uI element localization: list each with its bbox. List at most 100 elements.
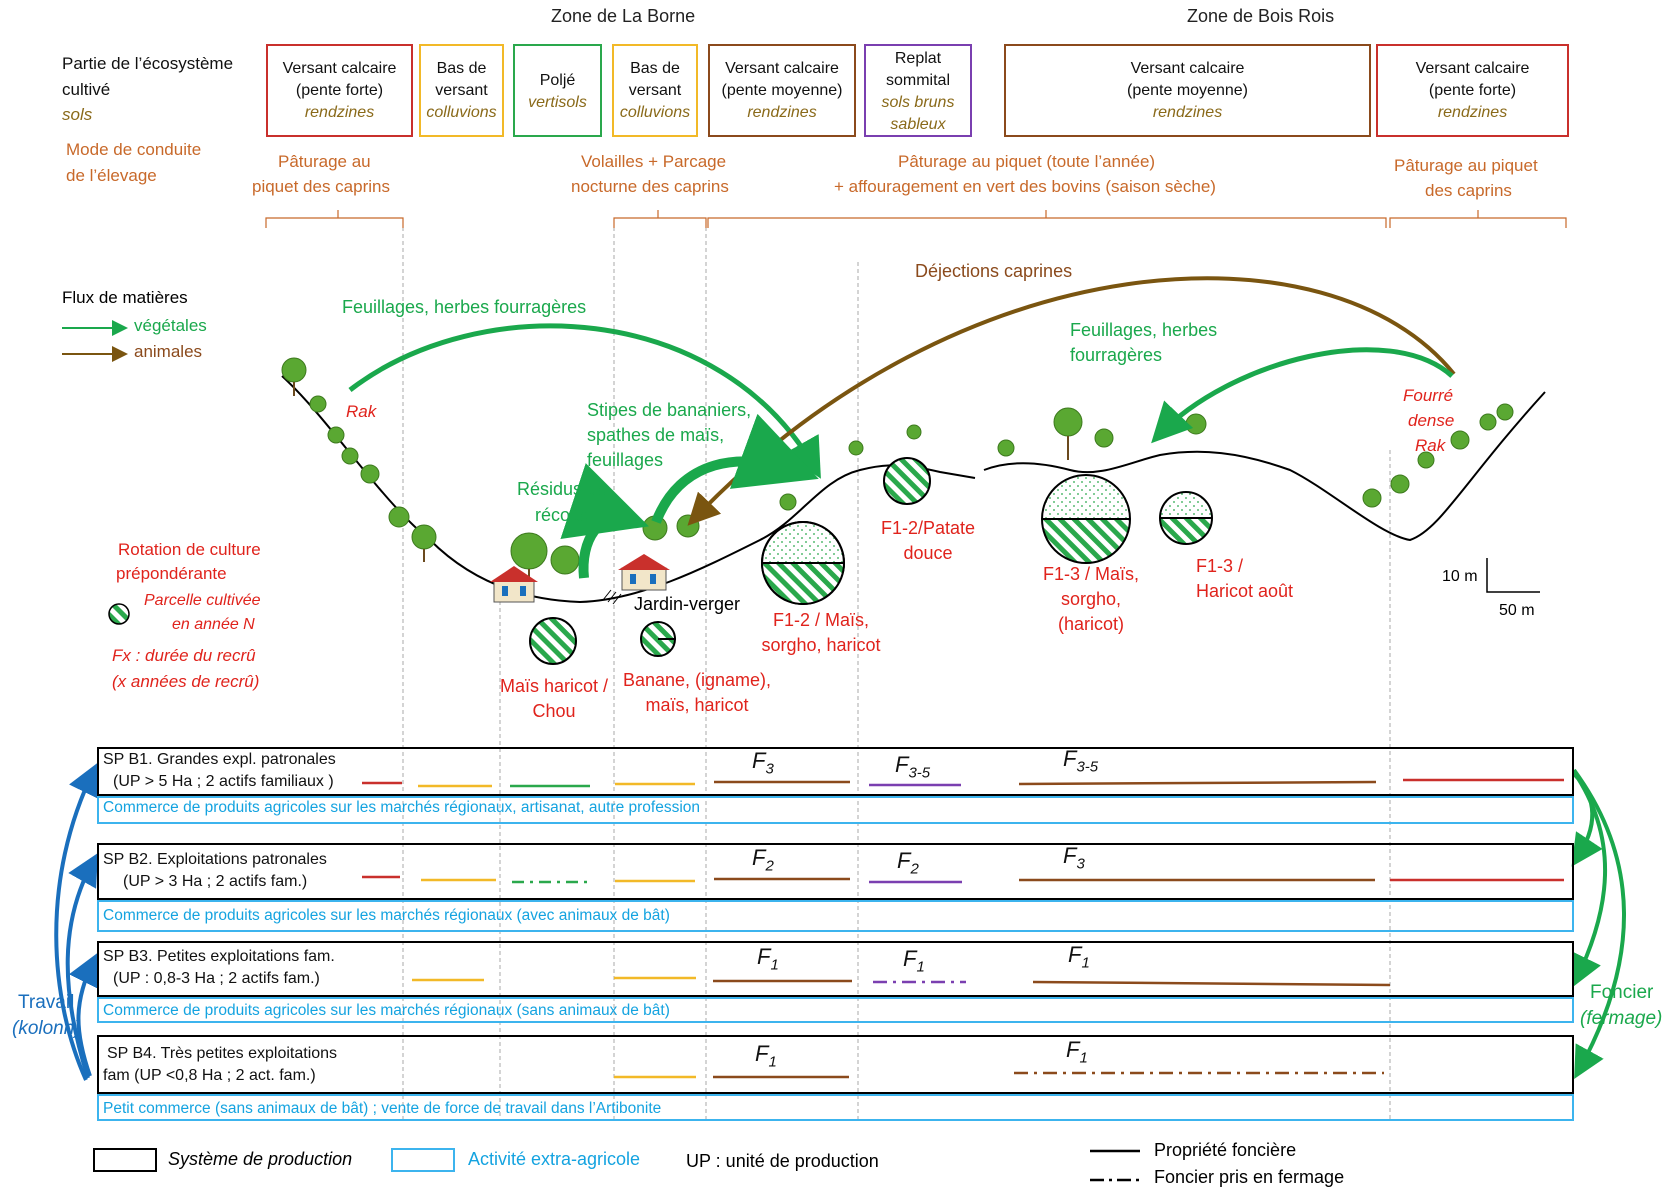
plot-label-line: sorgho,: [1060, 589, 1122, 609]
plot-label-line: F1-3 /: [1196, 556, 1244, 576]
fallow-b2-1: F2: [752, 845, 774, 874]
legend-up: UP : unité de production: [686, 1151, 879, 1171]
eco-box-bas-versant-2: Bas de versant colluvions: [612, 44, 698, 137]
plot-label-banane: Banane, (igname), maïs, haricot: [612, 668, 782, 718]
eco-box-subtitle: (pente forte): [1428, 82, 1517, 99]
eco-box-soil: colluvions: [619, 104, 691, 121]
zone-bois-rois-label: Zone de Bois Rois: [1187, 6, 1335, 26]
fallow-letter: F: [757, 944, 771, 969]
fallow-letter: F: [1068, 942, 1082, 967]
kolonn-label: (kolonn): [12, 1018, 81, 1039]
eco-box-soil: rendzines: [1437, 104, 1508, 121]
plot-label-patate: F1-2/Patate douce: [868, 516, 988, 566]
fx-label-2: (x années de recrû): [112, 672, 260, 691]
fallow-letter: F: [752, 748, 766, 773]
fallow-b3-1: F1: [757, 944, 779, 973]
fallow-b1-3: F3-5: [1063, 746, 1098, 775]
eco-box-versant-forte-2: Versant calcaire (pente forte) rendzines: [1376, 44, 1569, 137]
zone-la-borne-label: Zone de La Borne: [551, 6, 696, 26]
system-title: SP B2. Exploitations patronales: [103, 851, 327, 868]
eco-box-subtitle: (pente moyenne): [1127, 82, 1248, 99]
plot-label-line: sorgho, haricot: [761, 635, 881, 655]
elevage-volailles-2: nocturne des caprins: [571, 177, 729, 196]
plot-label-line: (haricot): [1057, 614, 1124, 634]
plot-label-line: maïs, haricot: [645, 695, 749, 715]
flux-title: Flux de matières: [62, 288, 188, 307]
fallow-years: 1: [916, 958, 925, 976]
flux-vegetales: végétales: [134, 316, 207, 335]
eco-box-title: Poljé: [539, 72, 576, 89]
eco-box-subtitle: sommital: [885, 72, 950, 89]
eco-box-title: Bas de: [436, 60, 487, 77]
eco-box-versant-moyenne-1: Versant calcaire (pente moyenne) rendzin…: [708, 44, 856, 137]
sols-label: sols: [62, 105, 93, 124]
jardin-verger-label: Jardin-verger: [634, 594, 741, 614]
flow-stipes-3: feuillages: [587, 450, 664, 470]
ecosystem-label-2: cultivé: [62, 80, 111, 99]
scale-vertical: 10 m: [1442, 568, 1478, 585]
plot-label-line: F1-3 / Maïs,: [1042, 564, 1140, 584]
fallow-years: 1: [1081, 954, 1090, 972]
fermage-label: (fermage): [1580, 1008, 1663, 1029]
eco-box-title: Versant calcaire: [282, 60, 397, 77]
eco-box-soil: rendzines: [747, 104, 817, 121]
fx-label: Fx : durée du recrû: [112, 646, 256, 665]
eco-box-versant-moyenne-2: Versant calcaire (pente moyenne) rendzin…: [1004, 44, 1371, 137]
parcelle-label-2: en année N: [172, 616, 255, 633]
legend-systeme: Système de production: [168, 1149, 353, 1169]
plot-label-f13-haricot: F1-3 / Haricot août: [1196, 554, 1320, 604]
rotation-label-2: prépondérante: [116, 564, 227, 583]
eco-box-title: Versant calcaire: [725, 60, 839, 77]
eco-box-title: Replat: [894, 50, 942, 67]
fallow-letter: F: [895, 752, 909, 777]
eco-box-soil: colluvions: [426, 104, 497, 121]
eco-box-subtitle: (pente forte): [295, 82, 384, 99]
fallow-years: 1: [770, 956, 779, 974]
eco-box-title: Versant calcaire: [1130, 60, 1245, 77]
plot-label-line: douce: [903, 543, 953, 563]
elevage-paturage-bovins: Pâturage au piquet (toute l’année): [898, 152, 1156, 171]
fourre-label-2: dense: [1408, 411, 1455, 430]
fallow-b1-1: F3: [752, 748, 774, 777]
rotation-label: Rotation de culture: [118, 540, 261, 559]
elevage-paturage-4b: des caprins: [1425, 181, 1512, 200]
foncier-label: Foncier: [1590, 982, 1654, 1003]
eco-box-subtitle: versant: [628, 82, 682, 99]
fallow-b2-2: F2: [897, 848, 919, 877]
eco-box-versant-forte-1: Versant calcaire (pente forte) rendzines: [266, 44, 413, 137]
plot-label-mais-haricot: Maïs haricot / Chou: [484, 674, 624, 724]
plot-label-f12-mais: F1-2 / Maïs, sorgho, haricot: [746, 608, 896, 658]
legend-fermage: Foncier pris en fermage: [1154, 1167, 1345, 1187]
fallow-letter: F: [752, 845, 766, 870]
system-sp-b2: SP B2. Exploitations patronales (UP > 3 …: [97, 843, 1574, 900]
fallow-b3-3: F1: [1068, 942, 1090, 971]
flow-feuillages-2b: fourragères: [1070, 345, 1163, 365]
flow-residus: Résidus de: [517, 479, 608, 499]
fallow-letter: F: [903, 946, 917, 971]
plot-label-f13-mais: F1-3 / Maïs, sorgho, (haricot): [1036, 562, 1146, 637]
fallow-years: 2: [765, 857, 774, 875]
plot-label-line: F1-2 / Maïs,: [772, 610, 870, 630]
fallow-years: 3: [1076, 855, 1085, 873]
fallow-b4-3: F1: [1066, 1037, 1088, 1066]
system-title: SP B3. Petites exploitations fam.: [103, 948, 335, 965]
fallow-years: 3-5: [1076, 758, 1099, 776]
eco-box-soil: rendzines: [1152, 104, 1223, 121]
fallow-letter: F: [897, 848, 911, 873]
fallow-b1-2: F3-5: [895, 752, 930, 781]
ecosystem-label: Partie de l’écosystème: [62, 54, 234, 73]
eco-box-soil: vertisols: [528, 94, 587, 111]
fallow-years: 3: [765, 760, 774, 778]
flow-feuillages-1: Feuillages, herbes fourragères: [342, 297, 587, 317]
elevage-paturage-1: Pâturage au: [278, 152, 371, 171]
system-sp-b3: SP B3. Petites exploitations fam. (UP : …: [97, 941, 1574, 997]
elevage-paturage-4: Pâturage au piquet: [1394, 156, 1538, 175]
fourre-label: Fourré: [1403, 386, 1454, 405]
fallow-letter: F: [755, 1041, 769, 1066]
elevage-volailles: Volailles + Parcage: [581, 152, 727, 171]
fallow-b4-1: F1: [755, 1041, 777, 1070]
travail-label: Travail: [18, 992, 75, 1013]
system-subtitle: (UP : 0,8-3 Ha ; 2 actifs fam.): [113, 970, 320, 987]
plot-label-line: F1-2/Patate: [880, 518, 976, 538]
